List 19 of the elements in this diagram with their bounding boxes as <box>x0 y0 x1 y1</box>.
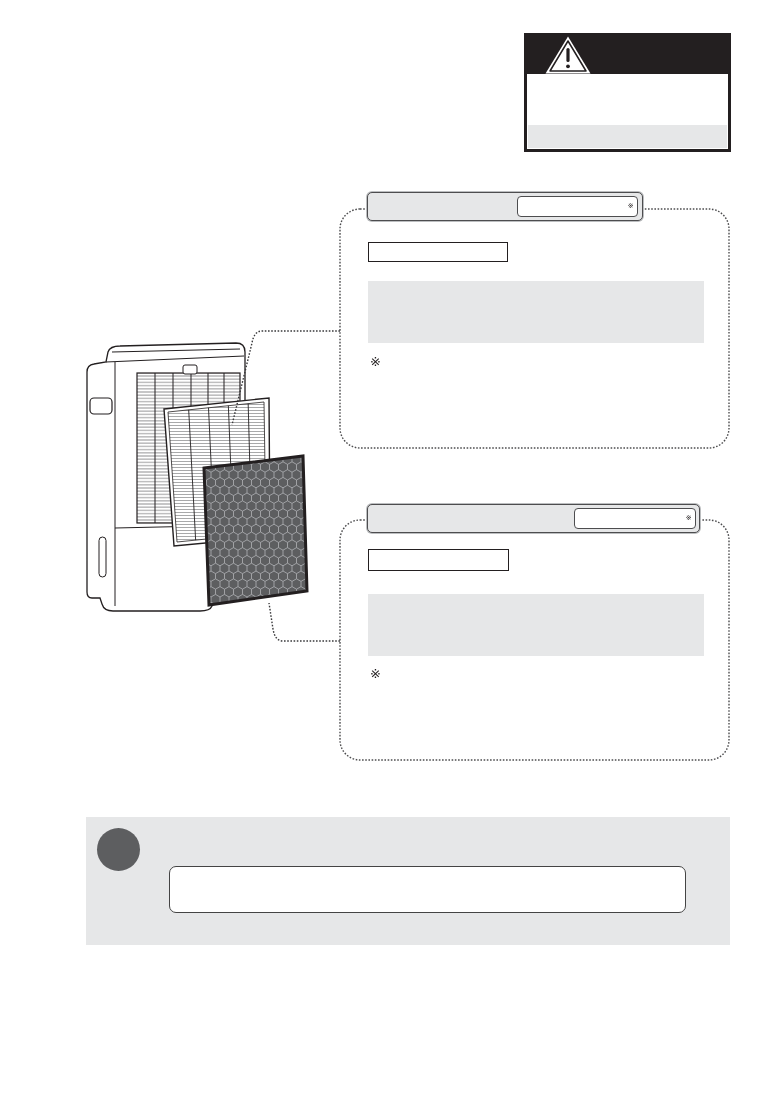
header-bar <box>367 504 700 533</box>
reference-mark: ※ <box>370 667 381 680</box>
header-bar <box>367 192 643 221</box>
label-frame <box>368 549 509 571</box>
note-band <box>86 817 730 945</box>
leader-line <box>268 602 341 642</box>
circle-marker <box>97 828 140 871</box>
rounded-frame <box>169 866 686 913</box>
tag-frame <box>573 507 696 529</box>
shaded-band <box>368 594 704 656</box>
warning-box <box>524 33 731 152</box>
reference-mark: ※ <box>370 355 381 368</box>
leader-line <box>231 330 341 426</box>
honeycomb-filter <box>202 454 309 607</box>
tag-frame <box>516 195 638 217</box>
shaded-band <box>368 281 704 343</box>
callout-panel <box>339 519 730 761</box>
label-frame <box>368 242 508 262</box>
callout-panel <box>339 208 730 449</box>
